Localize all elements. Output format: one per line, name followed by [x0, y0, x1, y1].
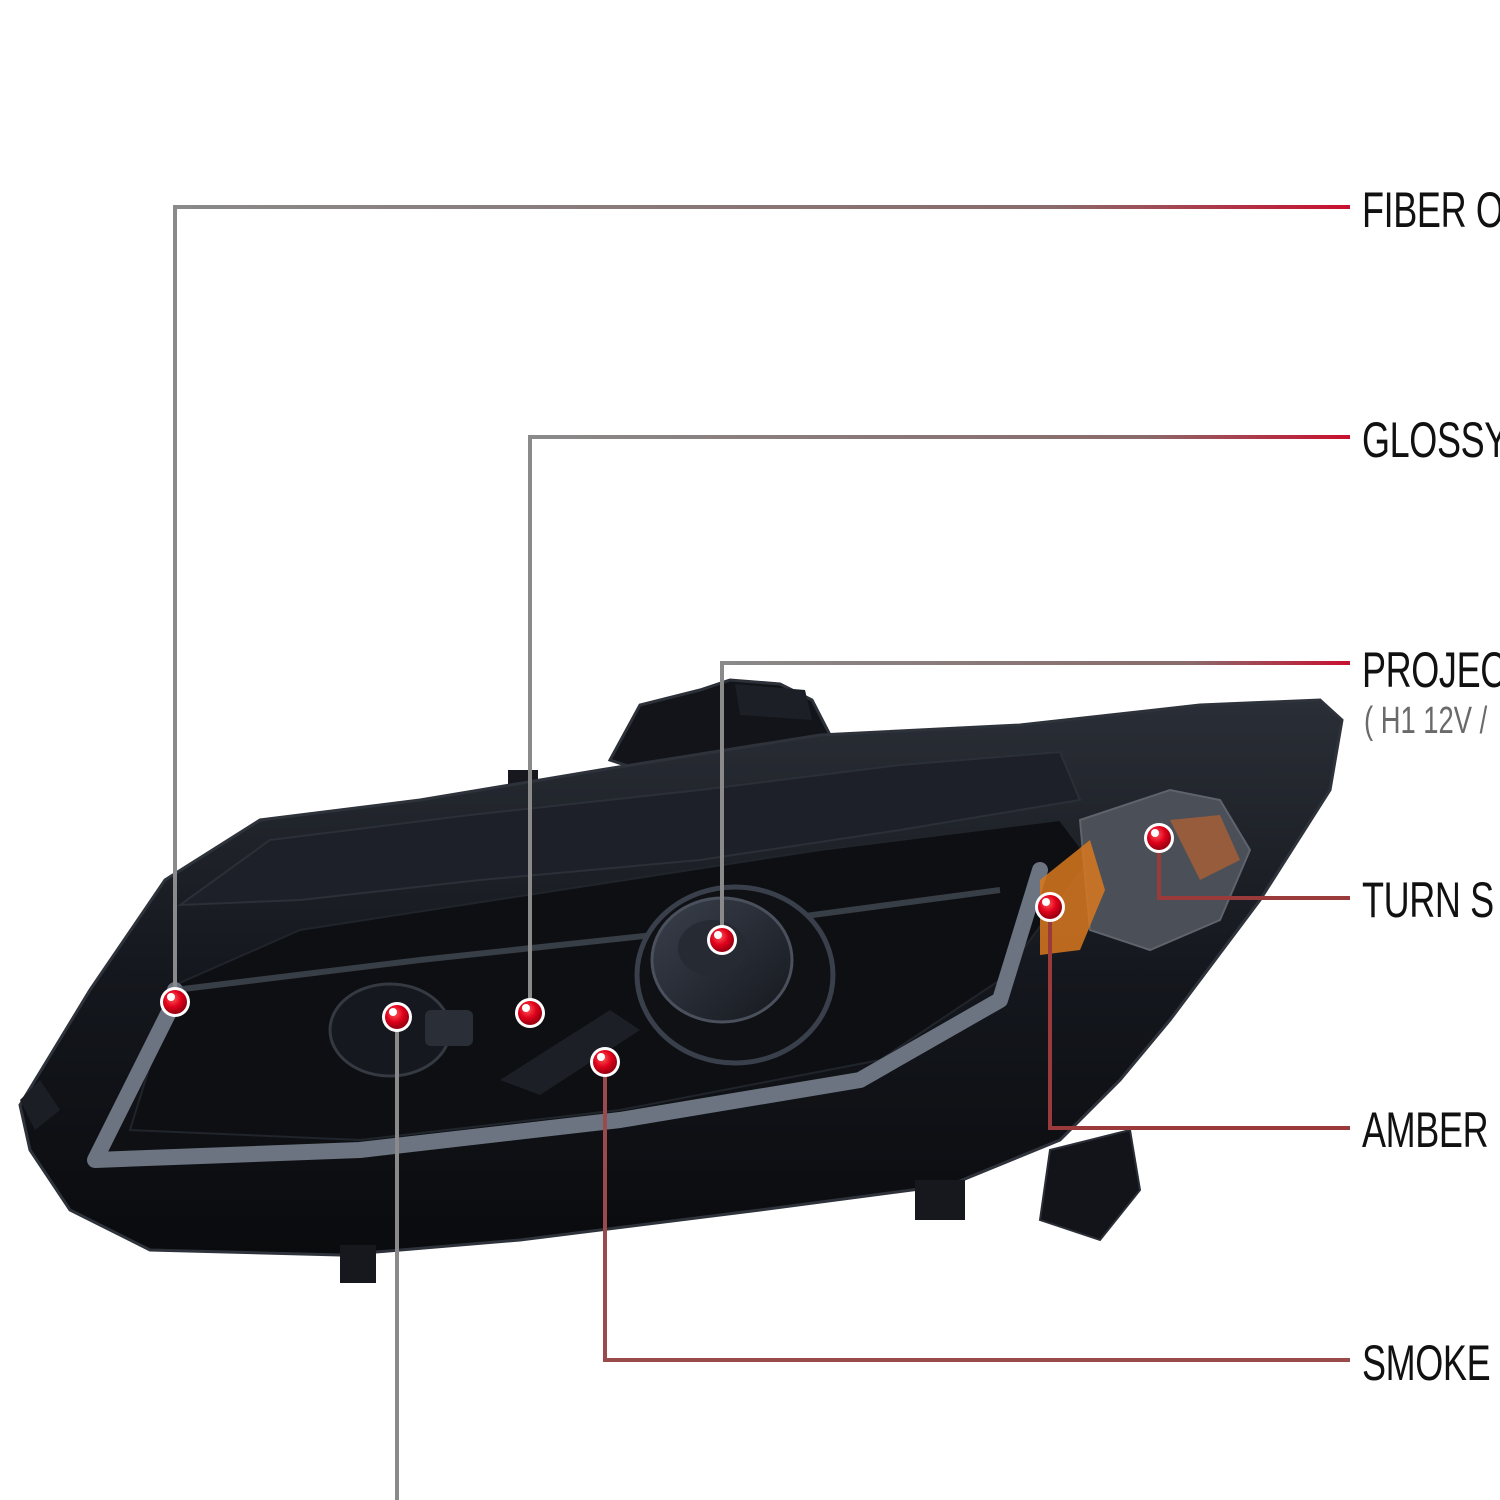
red-dot-marker: [515, 998, 545, 1028]
red-dot-marker: [1035, 892, 1065, 922]
callout-label-fiber: FIBER O: [1362, 182, 1500, 238]
leader-line-smoke: [603, 1062, 1350, 1362]
leader-line-amber: [1048, 907, 1350, 1130]
callout-label-amber: AMBER: [1362, 1102, 1489, 1158]
fiber-optic-light-bar: [87, 862, 1048, 1168]
callout-label-turn: TURN S: [1362, 872, 1494, 928]
leader-line-glossy: [528, 435, 1350, 1013]
leader-line-fiber: [173, 205, 1350, 1002]
leader-line-turn: [1157, 838, 1350, 900]
leader-line-projector: [720, 661, 1350, 940]
markers: [160, 823, 1174, 1077]
red-dot-marker: [382, 1002, 412, 1032]
red-dot-marker: [590, 1047, 620, 1077]
leader-lines: [173, 205, 1350, 1500]
red-dot-marker: [160, 987, 190, 1017]
callout-label-smoke: SMOKE: [1362, 1335, 1491, 1391]
amber-reflector: [1040, 840, 1105, 955]
callout-sublabel-projector: ( H1 12V /: [1364, 700, 1488, 742]
red-dot-marker: [1144, 823, 1174, 853]
red-dot-marker: [707, 925, 737, 955]
callout-label-glossy: GLOSSY: [1362, 412, 1500, 468]
headlight-image: [18, 678, 1344, 1283]
callout-label-projector: PROJEC: [1362, 642, 1500, 698]
